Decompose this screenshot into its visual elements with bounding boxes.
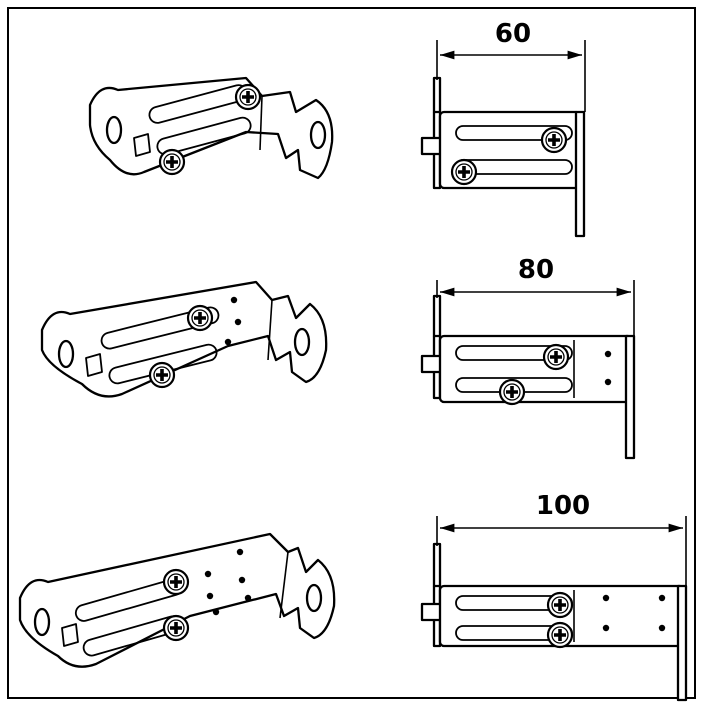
drawing-frame — [7, 7, 696, 699]
dimension-100 — [436, 516, 687, 586]
bracket-side-100 — [420, 542, 688, 702]
dimension-label-80: 80 — [518, 255, 554, 285]
bracket-iso-60 — [88, 76, 334, 180]
dimension-label-60: 60 — [495, 19, 531, 49]
dimension-label-100: 100 — [536, 491, 590, 521]
bracket-side-80 — [420, 294, 636, 460]
bracket-side-60 — [420, 76, 586, 238]
bracket-iso-100 — [18, 532, 336, 668]
bracket-iso-80 — [40, 280, 328, 398]
dimension-80 — [436, 280, 635, 336]
dimension-60 — [436, 40, 586, 112]
